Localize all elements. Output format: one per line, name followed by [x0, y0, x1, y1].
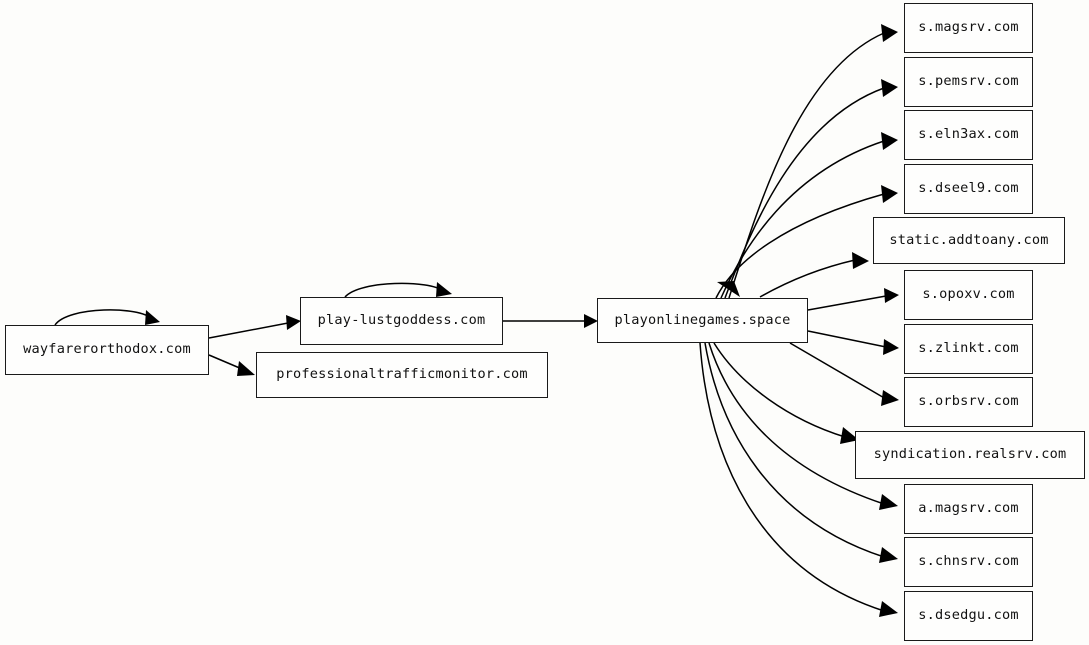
node-s-chnsrv[interactable]: s.chnsrv.com — [904, 537, 1033, 587]
node-s-orbsrv[interactable]: s.orbsrv.com — [904, 377, 1033, 427]
node-syndication-realsrv[interactable]: syndication.realsrv.com — [855, 431, 1085, 479]
edge-inbound-playonlinegames-arrow — [717, 281, 740, 297]
node-s-eln3ax[interactable]: s.eln3ax.com — [904, 110, 1033, 160]
node-label: s.pemsrv.com — [918, 73, 1019, 90]
node-label: static.addtoany.com — [889, 231, 1049, 248]
edge-playonlinegames-to-s-eln3ax — [720, 132, 898, 299]
node-s-dseel9[interactable]: s.dseel9.com — [904, 164, 1033, 214]
node-a-magsrv[interactable]: a.magsrv.com — [904, 484, 1033, 534]
node-wayfarerorthodox[interactable]: wayfarerorthodox.com — [5, 325, 209, 375]
node-s-opoxv[interactable]: s.opoxv.com — [904, 270, 1033, 320]
node-label: syndication.realsrv.com — [873, 446, 1067, 463]
node-label: play-lustgoddess.com — [317, 312, 486, 329]
node-s-magsrv[interactable]: s.magsrv.com — [904, 3, 1033, 53]
node-label: s.magsrv.com — [918, 19, 1019, 36]
node-s-pemsrv[interactable]: s.pemsrv.com — [904, 57, 1033, 107]
node-label: s.orbsrv.com — [918, 393, 1019, 410]
node-label: s.dsedgu.com — [918, 607, 1019, 624]
edge-playonlinegames-to-s-pemsrv — [724, 79, 898, 299]
edge-playonlinegames-to-s-zlinkt — [807, 330, 899, 355]
edge-playonlinegames-to-syndication-realsrv — [713, 342, 859, 444]
node-play-lustgoddess[interactable]: play-lustgoddess.com — [300, 297, 503, 345]
node-label: s.chnsrv.com — [918, 553, 1019, 570]
node-label: s.dseel9.com — [918, 180, 1019, 197]
edge-playonlinegames-to-a-magsrv — [708, 342, 898, 510]
edge-wayfarerorthodox-to-play-lustgoddess — [208, 315, 301, 339]
edge-play-lustgoddess-to-playonlinegames — [503, 314, 598, 328]
edge-playonlinegames-to-s-orbsrv — [789, 342, 899, 406]
node-label: s.eln3ax.com — [918, 126, 1019, 143]
edge-playonlinegames-to-s-opoxv — [807, 288, 899, 311]
node-label: wayfarerorthodox.com — [23, 341, 191, 358]
node-label: professionaltrafficmonitor.com — [276, 366, 528, 383]
node-s-dsedgu[interactable]: s.dsedgu.com — [904, 591, 1033, 641]
edge-playonlinegames-to-s-dseel9 — [715, 185, 898, 299]
node-static-addtoany[interactable]: static.addtoany.com — [873, 217, 1065, 264]
node-label: s.opoxv.com — [922, 286, 1015, 303]
node-playonlinegames[interactable]: playonlinegames.space — [597, 298, 808, 343]
edge-wayfarerorthodox-to-professionaltrafficmonitor — [208, 354, 255, 376]
edge-play-lustgoddess-self — [344, 282, 452, 298]
node-s-zlinkt[interactable]: s.zlinkt.com — [904, 324, 1033, 374]
node-professionaltrafficmonitor[interactable]: professionaltrafficmonitor.com — [256, 352, 548, 398]
edge-wayfarerorthodox-self — [54, 309, 160, 326]
node-label: a.magsrv.com — [918, 500, 1019, 517]
edge-playonlinegames-to-static-addtoany — [759, 252, 869, 298]
node-label: playonlinegames.space — [614, 311, 791, 328]
edge-playonlinegames-to-s-dsedgu — [699, 342, 898, 617]
node-label: s.zlinkt.com — [918, 340, 1019, 357]
